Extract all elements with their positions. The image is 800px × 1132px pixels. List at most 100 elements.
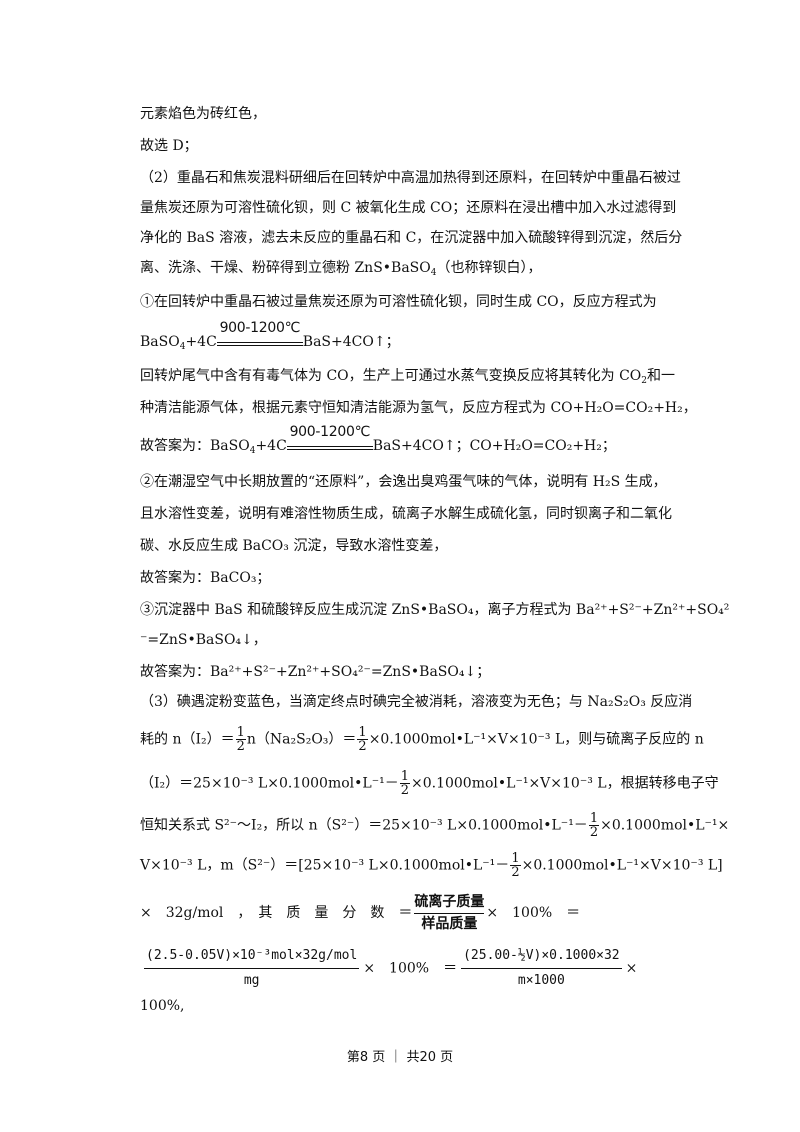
- page-number: 第8 页 ｜ 共20 页: [346, 1050, 454, 1065]
- equals-bar: [286, 446, 373, 450]
- line-text: 耗的 n（I₂）＝: [140, 731, 235, 748]
- formula: BaSO: [140, 334, 180, 350]
- reaction-condition-arrow: 900-1200℃: [216, 320, 303, 346]
- numerator: 1: [588, 811, 600, 826]
- text-line: ①在回转炉中重晶石被过量焦炭还原为可溶性硫化钡，同时生成 CO，反应方程式为: [140, 292, 680, 312]
- line-text: ×0.1000mol•L⁻¹×: [600, 817, 730, 834]
- line-text: ①在回转炉中重晶石被过量焦炭还原为可溶性硫化钡，同时生成 CO，反应方程式为: [140, 294, 657, 310]
- line-text: 且水溶性变差，说明有难溶性物质生成，硫离子水解生成硫化氢，同时钡离子和二氧化: [140, 506, 672, 522]
- text-line: 回转炉尾气中含有有毒气体为 CO，生产上可通过水蒸气变换反应将其转化为 CO2和…: [140, 366, 680, 386]
- text-line: 量焦炭还原为可溶性硫化钡，则 C 被氧化生成 CO；还原料在浸出槽中加入水过滤得…: [140, 198, 680, 218]
- line-text: 100%,: [140, 998, 185, 1014]
- line-text: ×: [625, 960, 638, 977]
- line-text: 元素焰色为砖红色，: [140, 106, 266, 122]
- denominator: mg: [243, 973, 260, 988]
- line-text: （2）重晶石和焦炭混料研细后在回转炉中高温加热得到还原料，在回转炉中重晶石被过: [140, 170, 681, 186]
- line-text: 碳、水反应生成 BaCO₃ 沉淀，导致水溶性变差，: [140, 538, 448, 554]
- text-line: （3）碘遇淀粉变蓝色，当滴定终点时碘完全被消耗，溶液变为无色；与 Na₂S₂O₃…: [140, 692, 692, 712]
- text-line: ⁻=ZnS•BaSO₄↓，: [140, 630, 680, 650]
- text-line: 且水溶性变差，说明有难溶性物质生成，硫离子水解生成硫化氢，同时钡离子和二氧化: [140, 504, 680, 524]
- denominator: 样品质量: [421, 916, 478, 932]
- formula: BaS+4CO↑；: [302, 334, 400, 350]
- line-text: 种清洁能源气体，根据元素守恒知清洁能源为氢气，反应方程式为 CO+H₂O=CO₂…: [140, 400, 697, 416]
- formula: 故答案为：BaSO: [140, 438, 250, 454]
- line-text: ×0.1000mol•L⁻¹×V×10⁻³ L]: [521, 857, 723, 874]
- text-line: 元素焰色为砖红色，: [140, 104, 680, 124]
- text-line: 离、洗涤、干燥、粉碎得到立德粉 ZnS•BaSO4（也称锌钡白），: [140, 258, 680, 278]
- formula: +4C: [185, 334, 217, 350]
- line-text: 恒知关系式 S²⁻～I₂，所以 n（S²⁻）＝25×10⁻³ L×0.1000m…: [140, 817, 588, 834]
- line-text: ③沉淀器中 BaS 和硫酸锌反应生成沉淀 ZnS•BaSO₄，离子方程式为 Ba…: [140, 602, 730, 618]
- text-line: 故答案为：BaCO₃；: [140, 568, 680, 588]
- equation-line: V×10⁻³ L，m（S²⁻）＝[25×10⁻³ L×0.1000mol•L⁻¹…: [140, 851, 723, 880]
- subscript: 4: [249, 446, 256, 456]
- line-text: V×10⁻³ L，m（S²⁻）＝[25×10⁻³ L×0.1000mol•L⁻¹…: [140, 857, 510, 874]
- line-text: 故答案为：BaCO₃；: [140, 570, 271, 586]
- numerator: 1: [235, 725, 246, 740]
- numerator: (2.5-0.05V)×10⁻³mol×32g/mol: [144, 946, 360, 969]
- denominator: m×1000: [517, 973, 565, 988]
- reaction-condition: 900-1200℃: [219, 320, 301, 336]
- line-text: n（Na₂S₂O₃）＝: [246, 731, 357, 748]
- denominator: 2: [236, 739, 245, 754]
- line-text: （3）碘遇淀粉变蓝色，当滴定终点时碘完全被消耗，溶液变为无色；与 Na₂S₂O₃…: [140, 694, 693, 710]
- subscript: 4: [179, 342, 186, 352]
- text-line: 种清洁能源气体，根据元素守恒知清洁能源为氢气，反应方程式为 CO+H₂O=CO₂…: [140, 398, 697, 418]
- text-line: （2）重晶石和焦炭混料研细后在回转炉中高温加热得到还原料，在回转炉中重晶石被过: [140, 168, 681, 188]
- reaction-condition-arrow: 900-1200℃: [286, 424, 373, 450]
- line-text: 离、洗涤、干燥、粉碎得到立德粉 ZnS•BaSO: [140, 260, 431, 276]
- denominator: 2: [589, 825, 599, 840]
- line-text: ⁻=ZnS•BaSO₄↓，: [140, 632, 267, 648]
- text-line: ②在潮湿空气中长期放置的“还原料”，会逸出臭鸡蛋气味的气体，说明有 H₂S 生成…: [140, 472, 680, 492]
- line-text: × 100% ＝: [486, 905, 581, 921]
- line-text: 量焦炭还原为可溶性硫化钡，则 C 被氧化生成 CO；还原料在浸出槽中加入水过滤得…: [140, 200, 677, 216]
- equation-line: 恒知关系式 S²⁻～I₂，所以 n（S²⁻）＝25×10⁻³ L×0.1000m…: [140, 811, 729, 840]
- line-text: ②在潮湿空气中长期放置的“还原料”，会逸出臭鸡蛋气味的气体，说明有 H₂S 生成…: [140, 474, 667, 490]
- equation-line: × 32g/mol ， 其 质 量 分 数 ＝硫离子质量样品质量× 100% ＝: [140, 892, 680, 934]
- line-text: 和一: [647, 368, 676, 384]
- denominator: 2: [358, 739, 367, 754]
- formula: +4C: [255, 438, 287, 454]
- numerator: 硫离子质量: [414, 892, 485, 914]
- equals-bar: [216, 342, 303, 346]
- equation-line: (2.5-0.05V)×10⁻³mol×32g/mol mg × 100% ＝(25…: [140, 946, 680, 991]
- denominator: 2: [400, 783, 409, 798]
- line-text: 故答案为：Ba²⁺+S²⁻+Zn²⁺+SO₄²⁻=ZnS•BaSO₄↓；: [140, 664, 491, 680]
- text-line: 故选 D；: [140, 136, 680, 156]
- text-line: 故答案为：Ba²⁺+S²⁻+Zn²⁺+SO₄²⁻=ZnS•BaSO₄↓；: [140, 662, 680, 682]
- subscript: 2: [641, 376, 648, 386]
- subscript: 4: [430, 268, 437, 278]
- line-text: × 32g/mol ， 其 质 量 分 数 ＝: [140, 905, 413, 921]
- formula: BaS+4CO↑；CO+H₂O=CO₂+H₂；: [372, 438, 616, 454]
- line-text: ×0.1000mol•L⁻¹×V×10⁻³ L，则与硫离子反应的 n: [368, 731, 704, 748]
- line-text: （也称锌钡白），: [436, 260, 542, 276]
- numerator: 1: [399, 769, 410, 784]
- reaction-condition: 900-1200℃: [289, 424, 371, 440]
- fraction-mass-ratio: 硫离子质量样品质量: [414, 892, 485, 934]
- numerator: (25.00-½V)×0.1000×32: [461, 946, 622, 969]
- line-text: ×0.1000mol•L⁻¹×V×10⁻³ L，根据转移电子守: [411, 775, 719, 792]
- text-line: ③沉淀器中 BaS 和硫酸锌反应生成沉淀 ZnS•BaSO₄，离子方程式为 Ba…: [140, 600, 729, 620]
- text-line: 碳、水反应生成 BaCO₃ 沉淀，导致水溶性变差，: [140, 536, 680, 556]
- numerator: 1: [510, 851, 521, 866]
- text-line: 净化的 BaS 溶液，滤去未反应的重晶石和 C，在沉淀器中加入硫酸锌得到沉淀，然…: [140, 228, 683, 248]
- line-text: 净化的 BaS 溶液，滤去未反应的重晶石和 C，在沉淀器中加入硫酸锌得到沉淀，然…: [140, 230, 683, 246]
- denominator: 2: [511, 865, 520, 880]
- fraction-expression-1: (2.5-0.05V)×10⁻³mol×32g/mol mg: [144, 946, 360, 991]
- line-text: 故选 D；: [140, 138, 198, 154]
- numerator: 1: [357, 725, 368, 740]
- fraction-expression-2: (25.00-½V)×0.1000×32 m×1000: [461, 946, 622, 991]
- line-text: × 100% ＝: [363, 960, 458, 977]
- page-footer: 第8 页 ｜ 共20 页: [0, 1046, 800, 1065]
- line-text: （I₂）＝25×10⁻³ L×0.1000mol•L⁻¹－: [140, 775, 399, 792]
